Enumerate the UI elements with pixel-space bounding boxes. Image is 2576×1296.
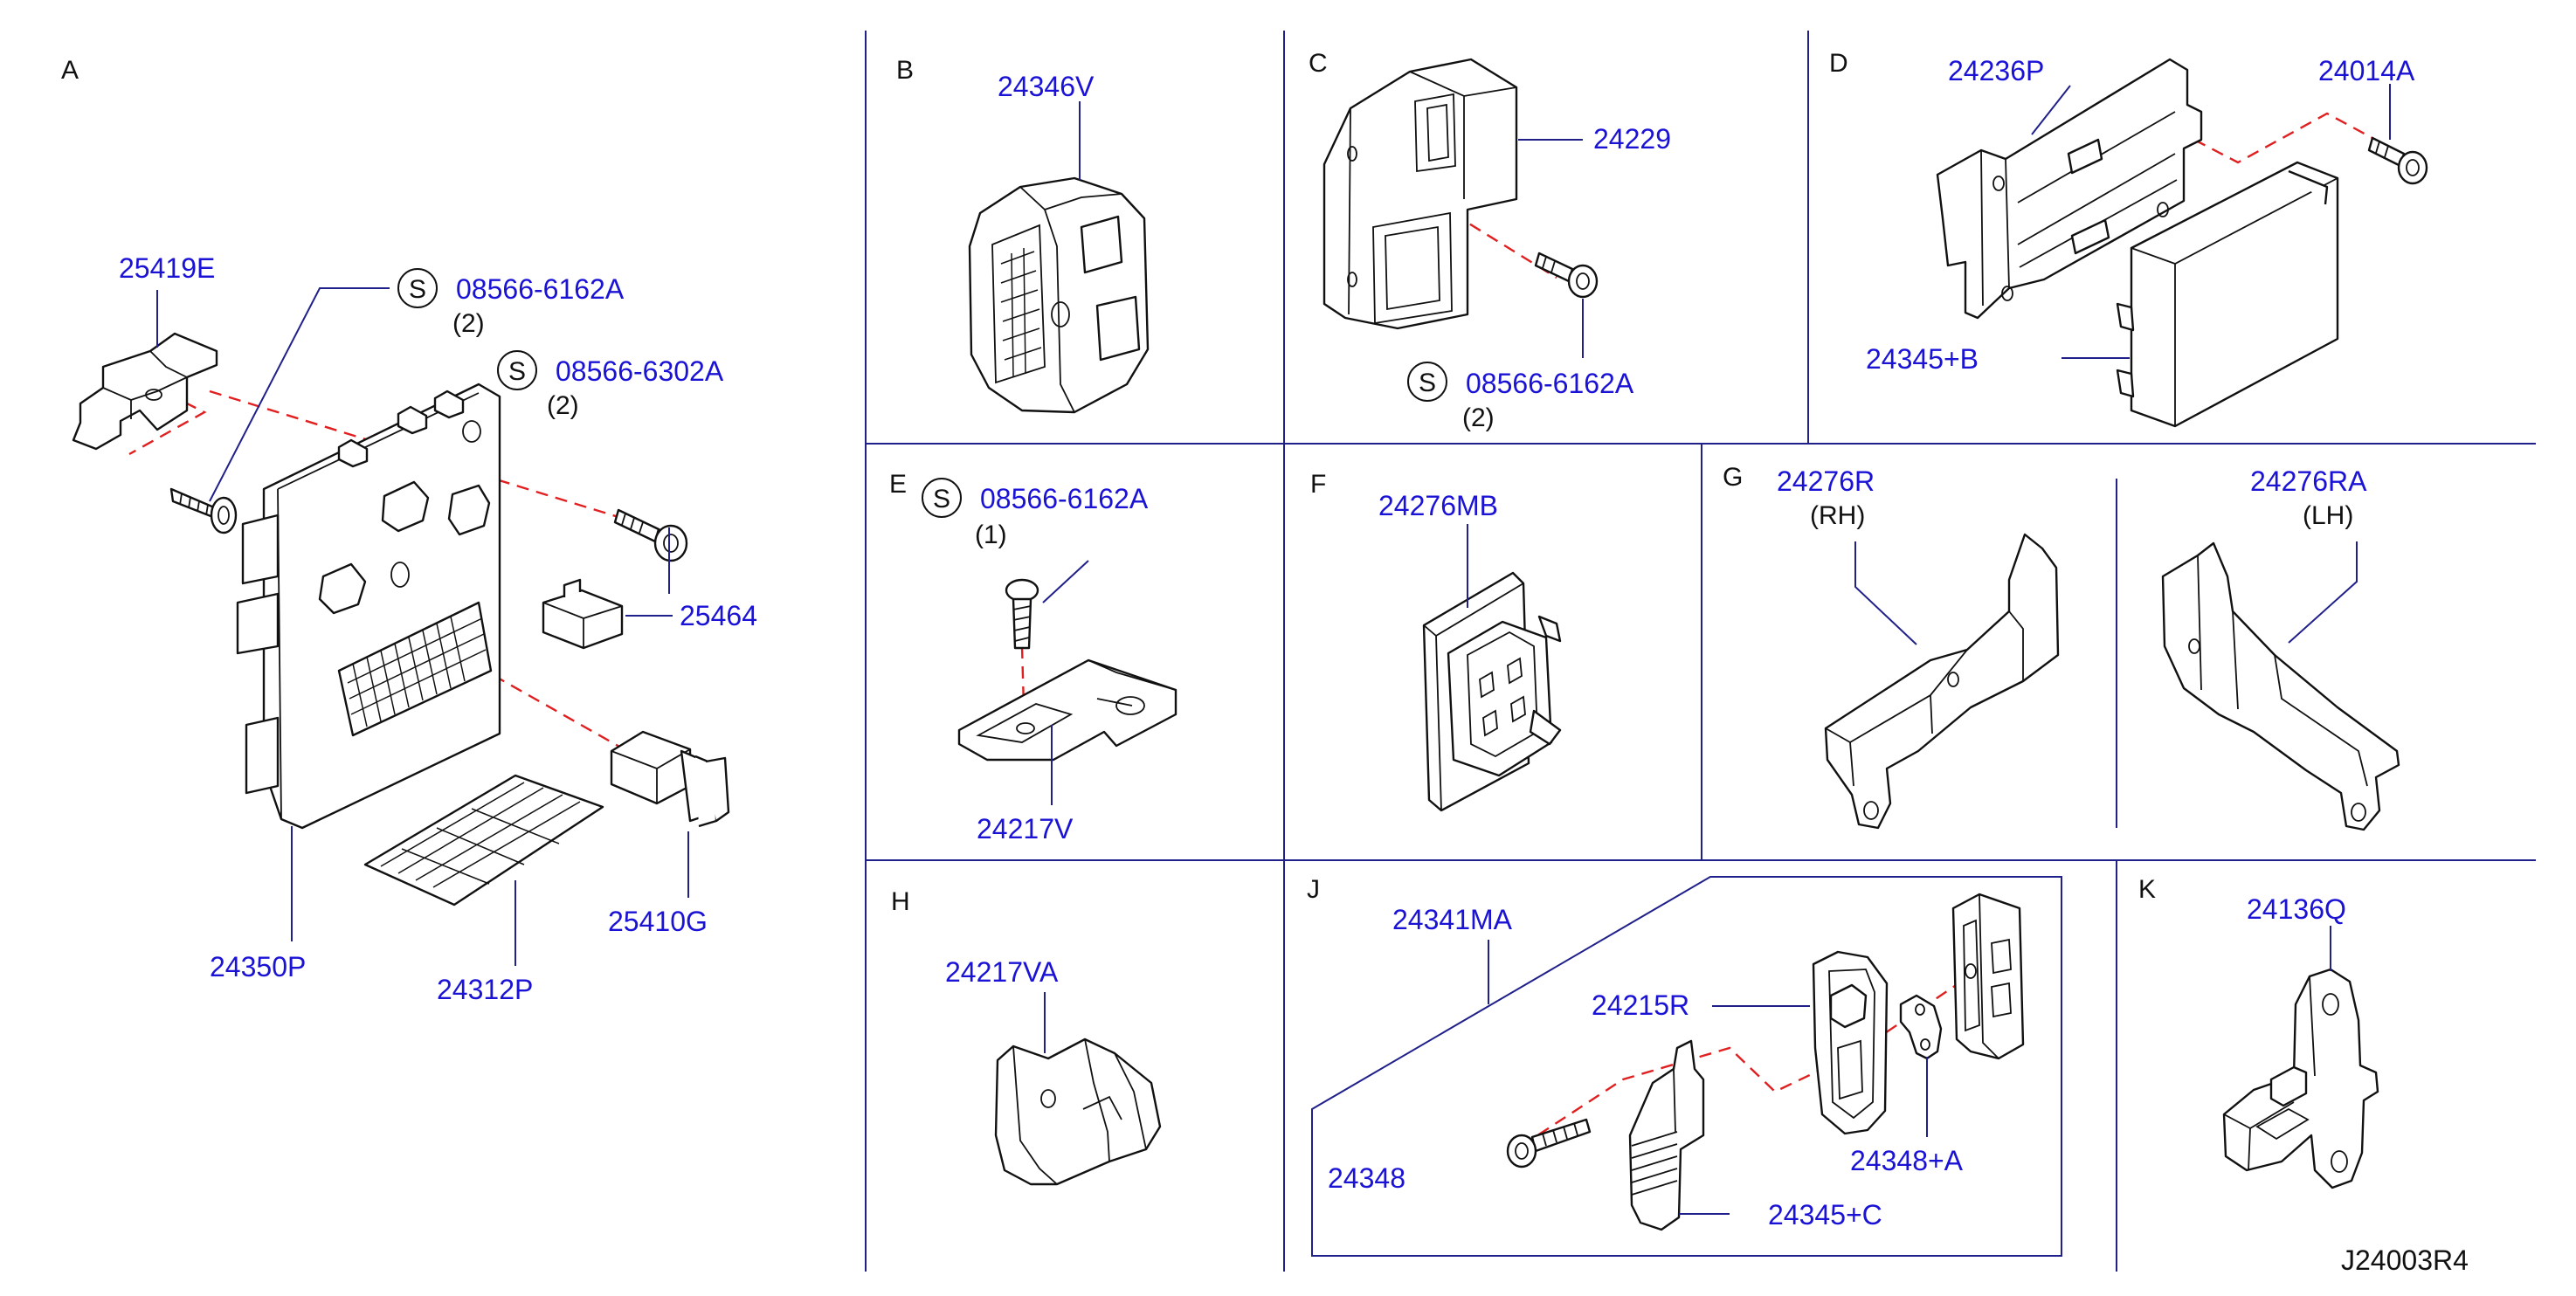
part-25410g-relay [610, 730, 730, 828]
section-h: H 24217VA [891, 887, 1162, 1186]
part-screw-a1 [169, 487, 238, 534]
assembly-dash-a3 [475, 664, 628, 753]
standard-part-icon [497, 350, 537, 390]
part-number-24345c: 24345+C [1768, 1199, 1882, 1231]
qty-08566-6162a-e: (1) [975, 520, 1007, 549]
section-f: F 24276MB [1310, 470, 1562, 812]
section-e: E S 08566-6162A (1) 24217V [889, 470, 1178, 844]
part-24217v-clip [957, 658, 1178, 762]
qty-08566-6302a: (2) [547, 391, 579, 420]
part-24345c-relay [1628, 1039, 1705, 1231]
section-label-b: B [896, 56, 914, 85]
part-screw-c [1534, 252, 1599, 299]
part-screw-e [1005, 578, 1039, 650]
part-number-24345b: 24345+B [1866, 343, 1979, 375]
part-number-24276ra: 24276RA [2250, 465, 2367, 497]
section-label-k: K [2138, 875, 2156, 904]
part-number-24014a: 24014A [2318, 55, 2415, 86]
standard-part-symbol: S [933, 485, 950, 514]
part-number-08566-6162a-a: 08566-6162A [456, 273, 625, 305]
part-number-25464: 25464 [680, 600, 757, 631]
part-screw-a2 [613, 508, 688, 562]
assembly-dash-d [2193, 112, 2373, 164]
part-25464-fuse [542, 578, 624, 650]
part-number-08566-6162a-e: 08566-6162A [980, 483, 1149, 514]
part-24215r-holder [1812, 950, 1889, 1135]
part-number-24350p: 24350P [210, 951, 306, 982]
qty-08566-6162a-a: (2) [452, 309, 485, 338]
section-label-f: F [1310, 470, 1326, 499]
section-d: D 24236P 24014A 24345+B [1829, 49, 2428, 428]
diagram-code: J24003R4 [2341, 1244, 2469, 1276]
part-number-24136q: 24136Q [2247, 893, 2346, 925]
part-24217va-clip [994, 1037, 1162, 1186]
section-k: K 24136Q [2138, 875, 2379, 1189]
section-label-e: E [889, 470, 907, 499]
standard-part-symbol: S [508, 357, 526, 386]
part-number-24229: 24229 [1593, 123, 1671, 155]
section-label-d: D [1829, 49, 1848, 78]
part-number-24348a: 24348+A [1850, 1145, 1964, 1176]
part-24346v-connector [968, 176, 1150, 414]
part-24348-bolt [1506, 1118, 1592, 1168]
part-screw-d [2367, 136, 2428, 185]
part-number-24276r: 24276R [1777, 465, 1875, 497]
side-label-lh: (LH) [2303, 501, 2353, 530]
part-number-24217v: 24217V [977, 813, 1074, 844]
part-number-24236p: 24236P [1948, 55, 2044, 86]
qty-08566-6162a-c: (2) [1462, 403, 1495, 432]
standard-part-symbol: S [409, 275, 426, 304]
standard-part-icon [922, 478, 962, 518]
part-24229-bracket [1323, 58, 1518, 330]
section-a: A [61, 56, 757, 1005]
section-b: B 24346V [896, 56, 1150, 414]
part-24236p-bracket [1936, 58, 2203, 320]
section-j: J [1307, 875, 2062, 1257]
part-number-08566-6302a: 08566-6302A [556, 355, 724, 387]
section-dividers [865, 31, 2536, 1272]
part-24348a-clip [1899, 994, 1943, 1060]
section-label-a: A [61, 56, 79, 85]
kit-outline-24341ma [1311, 876, 2062, 1257]
part-number-08566-6162a-c: 08566-6162A [1466, 368, 1634, 399]
part-24276r-bracket-rh [1824, 533, 2060, 830]
part-number-24217va: 24217VA [945, 956, 1059, 988]
standard-part-symbol: S [1419, 369, 1436, 397]
part-number-24341ma: 24341MA [1392, 904, 1513, 935]
section-label-j: J [1307, 875, 1320, 904]
part-24276ra-bracket-lh [2161, 541, 2400, 831]
section-label-h: H [891, 887, 910, 916]
part-24350p-fuse-block [236, 383, 501, 830]
part-number-24346v: 24346V [998, 71, 1095, 102]
part-24276mb-holder [1422, 571, 1562, 812]
section-c: C 24229 S 08566-6162A (2) [1309, 49, 1671, 432]
part-number-24312p: 24312P [437, 974, 533, 1005]
part-number-24276mb: 24276MB [1378, 490, 1498, 521]
part-24136q-bracket [2222, 968, 2379, 1189]
part-number-25419e: 25419E [119, 252, 215, 284]
part-number-24348: 24348 [1328, 1162, 1405, 1194]
standard-part-icon [1407, 362, 1447, 402]
section-g: G 24276R (RH) 24276RA (LH) [1723, 463, 2400, 831]
leaders-a [156, 287, 689, 966]
section-label-g: G [1723, 463, 1743, 492]
standard-part-icon [397, 268, 438, 308]
part-number-25410g: 25410G [608, 906, 708, 937]
part-number-24215r: 24215R [1592, 989, 1689, 1021]
part-24312p-label [363, 774, 604, 907]
part-25419e-bracket [72, 332, 218, 451]
part-j-connector [1951, 893, 2025, 1060]
assembly-dash-j [1521, 972, 1975, 1148]
side-label-rh: (RH) [1810, 501, 1865, 530]
section-label-c: C [1309, 49, 1328, 78]
part-24345b-module [2116, 161, 2339, 428]
